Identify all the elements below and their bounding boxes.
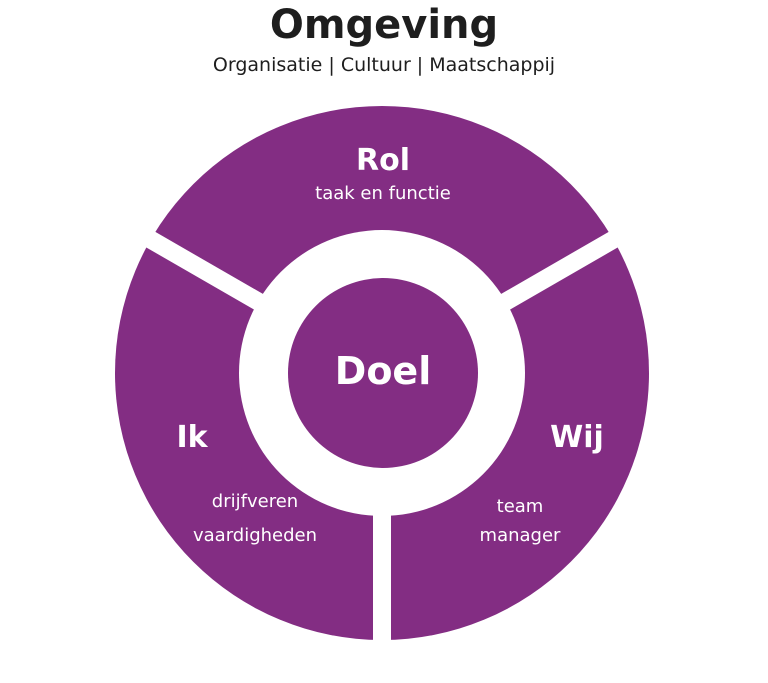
segment-wij-title: Wij (550, 420, 604, 455)
center-title: Doel (334, 349, 432, 393)
diagram-title: Omgeving (269, 2, 499, 48)
diagram-subtitle: Organisatie | Cultuur | Maatschappij (212, 54, 556, 76)
segment-ik-line-1: drijfveren (211, 491, 299, 512)
segment-wij-line-2: manager (479, 525, 561, 546)
segment-ik-line-2: vaardigheden (192, 525, 318, 546)
segment-rol-line: taak en functie (315, 183, 451, 204)
segment-wij-line-1: team (496, 496, 544, 517)
segment-rol-title: Rol (356, 143, 410, 178)
center-circle (288, 278, 478, 468)
segment-ik-title: Ik (176, 420, 208, 455)
